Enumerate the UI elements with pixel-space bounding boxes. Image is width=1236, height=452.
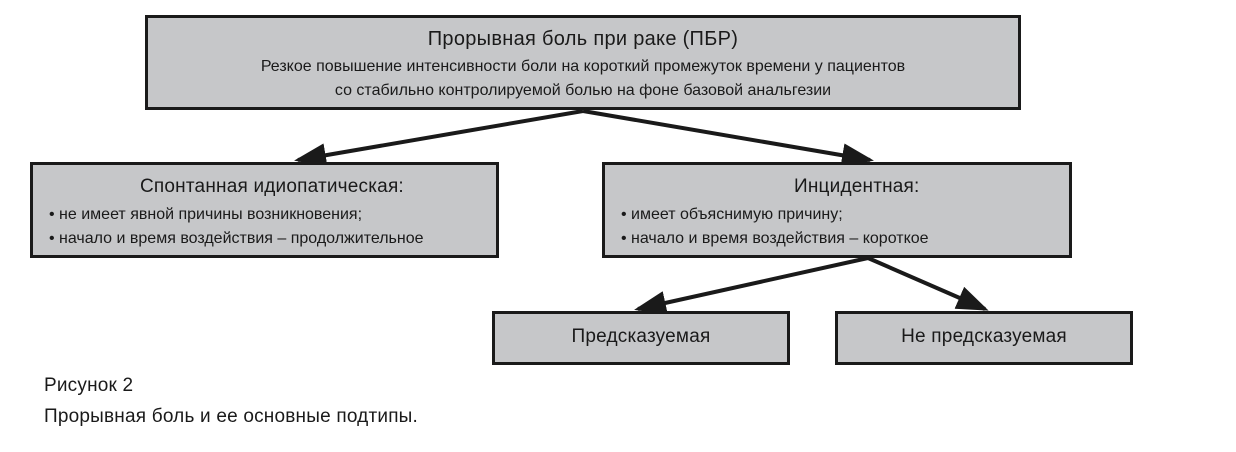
incident-bullet-list: имеет объяснимую причину; начало и время… <box>621 203 929 251</box>
incident-bullet: начало и время воздействия – короткое <box>621 227 929 251</box>
arrow-root-to-incident <box>582 109 874 168</box>
incident-bullet: имеет объяснимую причину; <box>621 203 929 227</box>
unpredictable-node: Не предсказуемая <box>835 311 1133 365</box>
root-title: Прорывная боль при раке (ПБР) <box>427 28 739 50</box>
figure-number: Рисунок 2 <box>44 375 134 396</box>
figure-caption: Прорывная боль и ее основные подтипы. <box>44 406 419 427</box>
spontaneous-bullet: не имеет явной причины возникновения; <box>49 203 424 227</box>
unpredictable-label: Не предсказуемая <box>901 326 1067 347</box>
spontaneous-bullet: начало и время воздействия – продолжител… <box>49 227 423 251</box>
spontaneous-title: Спонтанная идиопатическая: <box>140 176 404 197</box>
root-description: Резкое повышение интенсивности боли на к… <box>148 55 1018 103</box>
incident-title: Инцидентная: <box>794 176 920 197</box>
spontaneous-node: Спонтанная идиопатическая: не имеет явно… <box>30 162 499 258</box>
arrow-root-to-spontaneous <box>294 109 584 168</box>
root-description-line: со стабильно контролируемой болью на фон… <box>334 82 832 99</box>
root-description-line: Резкое повышение интенсивности боли на к… <box>260 58 906 75</box>
root-node: Прорывная боль при раке (ПБР) Резкое пов… <box>145 15 1021 110</box>
arrow-incident-to-predictable <box>634 256 869 315</box>
predictable-label: Предсказуемая <box>571 326 711 347</box>
arrow-incident-to-unpredictable <box>867 256 989 311</box>
spontaneous-bullet-list: не имеет явной причины возникновения; на… <box>49 203 424 251</box>
incident-node: Инцидентная: имеет объяснимую причину; н… <box>602 162 1072 258</box>
predictable-node: Предсказуемая <box>492 311 790 365</box>
